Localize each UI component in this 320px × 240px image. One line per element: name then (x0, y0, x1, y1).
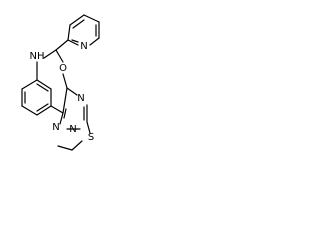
triazine-n-bottom-label: N (69, 124, 76, 135)
molecule-drawing: NH N O N N N S (21, 14, 100, 151)
sulfur-label: S (88, 132, 94, 143)
triazine-ring (59, 87, 88, 130)
pyridine-n-label: N (80, 41, 87, 52)
chemical-structure-canvas: NH N O N N N S (0, 0, 116, 158)
benzene-ring (21, 79, 52, 116)
oxazepine-ring (36, 49, 68, 114)
nh-label: NH (30, 51, 45, 62)
pyridine-ring (55, 14, 100, 51)
oxygen-label: O (59, 63, 67, 74)
ethylthio-group (57, 121, 91, 151)
triazine-n-left-label: N (52, 122, 59, 133)
triazine-n-top-label: N (77, 93, 84, 104)
